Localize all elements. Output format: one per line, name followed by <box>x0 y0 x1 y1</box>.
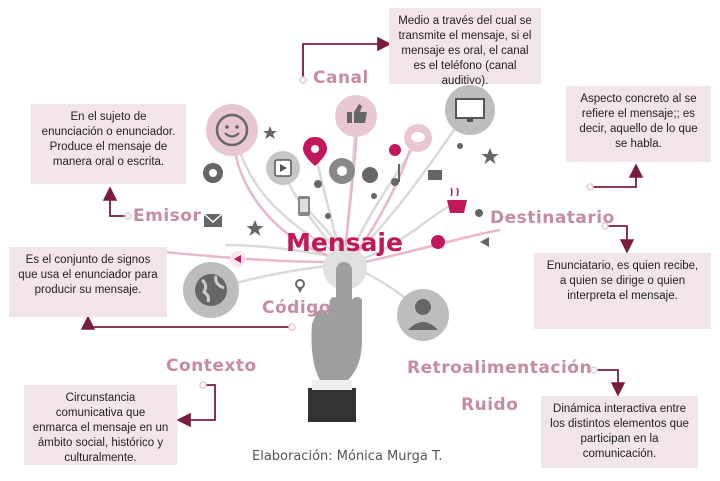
monitor-icon <box>445 85 495 135</box>
location-pin-icon <box>303 137 327 166</box>
thumbs-up-icon <box>335 95 377 137</box>
diagram-title: Mensaje <box>286 228 403 257</box>
gear-icon <box>203 163 223 183</box>
credit-text: Elaboración: Mónica Murga T. <box>252 449 443 464</box>
star-icon <box>246 126 499 236</box>
connector-arrows <box>80 36 644 428</box>
label-ruido: Ruido <box>461 395 519 415</box>
user-avatar-icon <box>397 289 449 341</box>
smiley-icon <box>206 104 258 156</box>
pointing-hand-icon <box>308 246 367 422</box>
shield-icon <box>230 237 489 267</box>
coffee-cup-icon <box>447 187 467 213</box>
phone-icon <box>298 196 310 216</box>
music-note-icon <box>391 164 400 186</box>
label-emisor: Emisor <box>133 206 202 226</box>
label-destinatario: Destinatario <box>490 208 615 228</box>
globe-icon <box>183 262 239 318</box>
mail-icon <box>203 170 442 227</box>
compass-icon <box>329 158 378 184</box>
box-contexto: Circunstancia comunicativa que enmarca e… <box>24 385 177 465</box>
box-destinatario-top: Aspecto concreto al se refiere el mensaj… <box>566 86 711 162</box>
play-icon <box>266 151 300 185</box>
label-retroalimentacion: Retroalimentación <box>407 358 593 378</box>
label-codigo: Código <box>262 298 331 318</box>
box-emisor: En el sujeto de enunciación o enunciador… <box>31 104 186 184</box>
box-canal: Medio a través del cual se transmite el … <box>389 8 541 87</box>
arrow-origin-dots <box>124 76 609 389</box>
label-contexto: Contexto <box>166 356 257 376</box>
dots-decoration <box>314 143 483 249</box>
box-retroalimentacion: Dinámica interactiva entre los distintos… <box>541 396 698 468</box>
label-canal: Canal <box>313 68 369 88</box>
chat-bubble-icon <box>404 124 432 152</box>
box-destinatario: Enunciatario, es quien recibe, a quien s… <box>534 253 711 329</box>
box-codigo: Es el conjunto de signos que usa el enun… <box>9 247 167 317</box>
pin-small-icon <box>295 279 305 293</box>
